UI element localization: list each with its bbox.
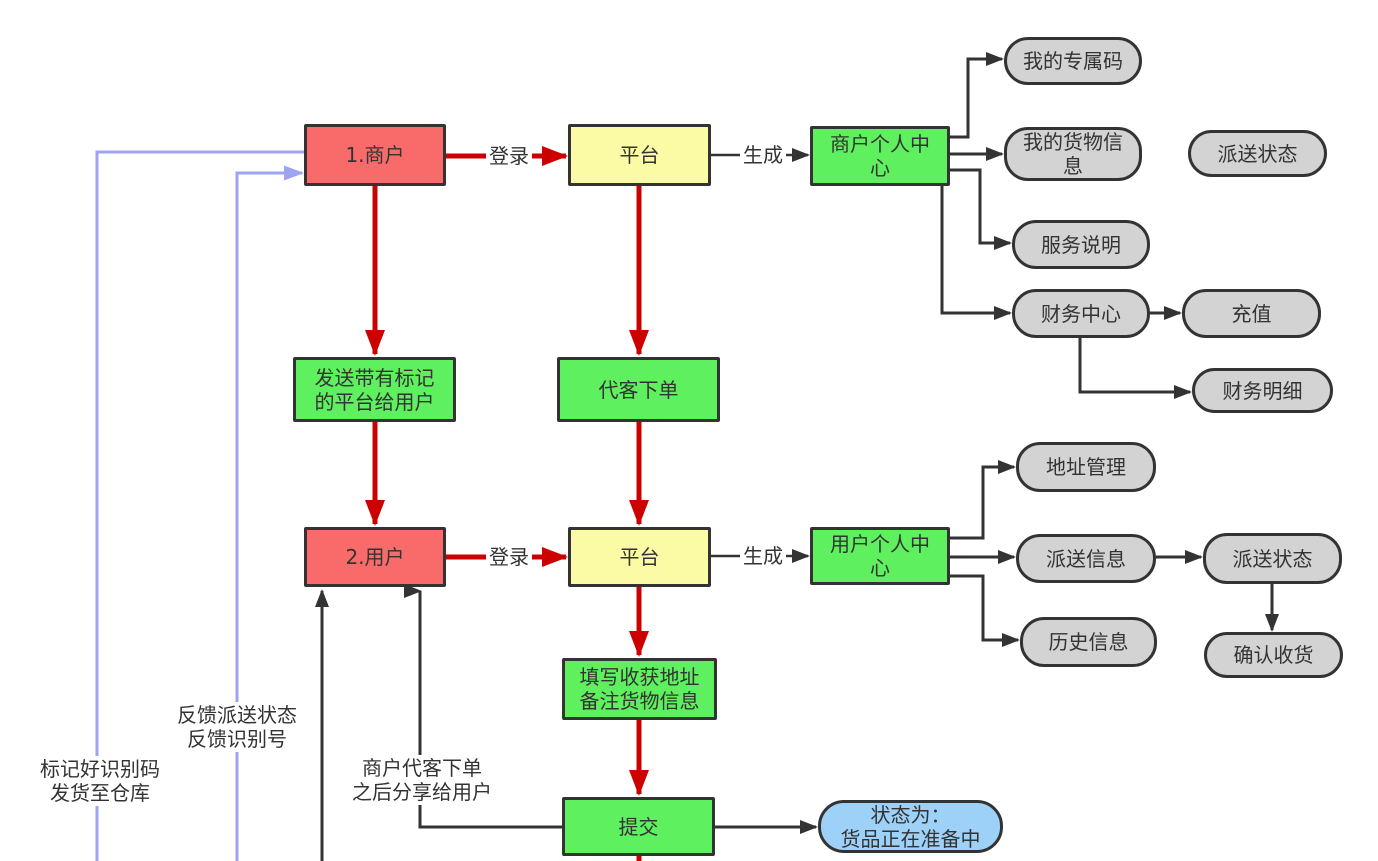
edge-label-share: 商户代客下单 之后分享给用户	[349, 755, 495, 805]
edge-label-login-1: 登录	[486, 143, 532, 169]
node-my-exclusive-code: 我的专属码	[1004, 37, 1142, 85]
node-submit: 提交	[562, 797, 715, 856]
node-finance-center: 财务中心	[1012, 289, 1150, 338]
node-user-center: 用户个人中心	[810, 527, 950, 585]
node-recharge: 充值	[1182, 289, 1321, 338]
edge-ucenter-history	[950, 574, 1020, 647]
node-service-description: 服务说明	[1012, 220, 1150, 269]
edge-label-login-2: 登录	[486, 544, 532, 570]
node-my-cargo-info: 我的货物信息	[1004, 127, 1142, 181]
node-history-info: 历史信息	[1020, 617, 1157, 667]
edge-label-feedback: 反馈派送状态 反馈识别号	[174, 702, 300, 752]
node-platform-1: 平台	[568, 124, 711, 186]
edge-merchant-ship-to-warehouse	[95, 150, 304, 861]
node-order-for-guest: 代客下单	[557, 357, 720, 422]
node-delivery-status-user: 派送状态	[1203, 533, 1342, 584]
node-send-marked-platform: 发送带有标记 的平台给用户	[293, 357, 456, 422]
node-delivery-info: 派送信息	[1016, 534, 1156, 583]
edge-feedback-to-merchant	[235, 165, 304, 861]
node-status-preparing: 状态为： 货品正在准备中	[818, 800, 1003, 853]
edge-submit-share-user	[413, 589, 562, 829]
node-merchant-center: 商户个人中心	[810, 126, 950, 186]
edge-finance-detail	[1078, 338, 1192, 399]
edge-center-finance	[940, 186, 1012, 320]
node-merchant: 1.商户	[304, 124, 446, 186]
node-user: 2.用户	[304, 527, 446, 587]
edge-center-my-code	[950, 52, 1004, 139]
node-fill-address: 填写收获地址 备注货物信息	[562, 658, 717, 720]
edge-ucenter-address	[950, 460, 1016, 540]
node-finance-detail: 财务明细	[1192, 368, 1333, 413]
node-confirm-receipt: 确认收货	[1204, 632, 1343, 678]
node-platform-2: 平台	[568, 527, 711, 587]
node-address-management: 地址管理	[1016, 442, 1156, 492]
edge-label-generate-1: 生成	[740, 142, 786, 168]
node-delivery-status-merchant: 派送状态	[1188, 130, 1327, 177]
edge-label-mark-ship: 标记好识别码 发货至仓库	[37, 756, 163, 806]
edge-label-generate-2: 生成	[740, 543, 786, 569]
edge-center-service	[950, 168, 1012, 250]
